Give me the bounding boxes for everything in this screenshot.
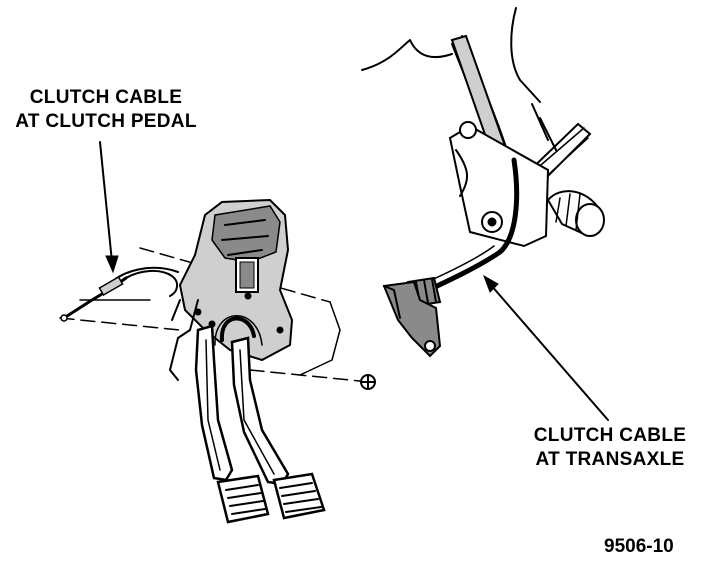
brake-pedal-arm	[194, 324, 234, 482]
transaxle-housing	[448, 103, 557, 248]
pedal-callout-line2: AT CLUTCH PEDAL	[15, 111, 197, 132]
pedal-leader-line	[99, 141, 113, 263]
pedal-assembly	[59, 198, 376, 524]
brake-pedal-pad	[216, 474, 270, 524]
transaxle-assembly	[361, 7, 605, 358]
transaxle-leader-line	[489, 283, 609, 421]
figure-number: 9506-10	[604, 536, 674, 557]
transaxle-leader-arrow	[483, 274, 499, 293]
clutch-pedal-pad	[272, 472, 326, 520]
retaining-nut	[360, 374, 376, 390]
pedal-bracket	[169, 198, 294, 381]
transaxle-callout-line1: CLUTCH CABLE	[533, 425, 687, 446]
pedal-callout-line1: CLUTCH CABLE	[29, 87, 183, 108]
cable-at-pedal	[60, 266, 179, 322]
transaxle-callout-line2: AT TRANSAXLE	[535, 449, 685, 470]
clutch-pedal-callout: CLUTCH CABLE AT CLUTCH PEDAL	[8, 86, 204, 134]
cable-bracket	[382, 280, 442, 358]
transaxle-callout: CLUTCH CABLE AT TRANSAXLE	[522, 424, 698, 472]
pedal-leader-arrow	[105, 255, 119, 274]
